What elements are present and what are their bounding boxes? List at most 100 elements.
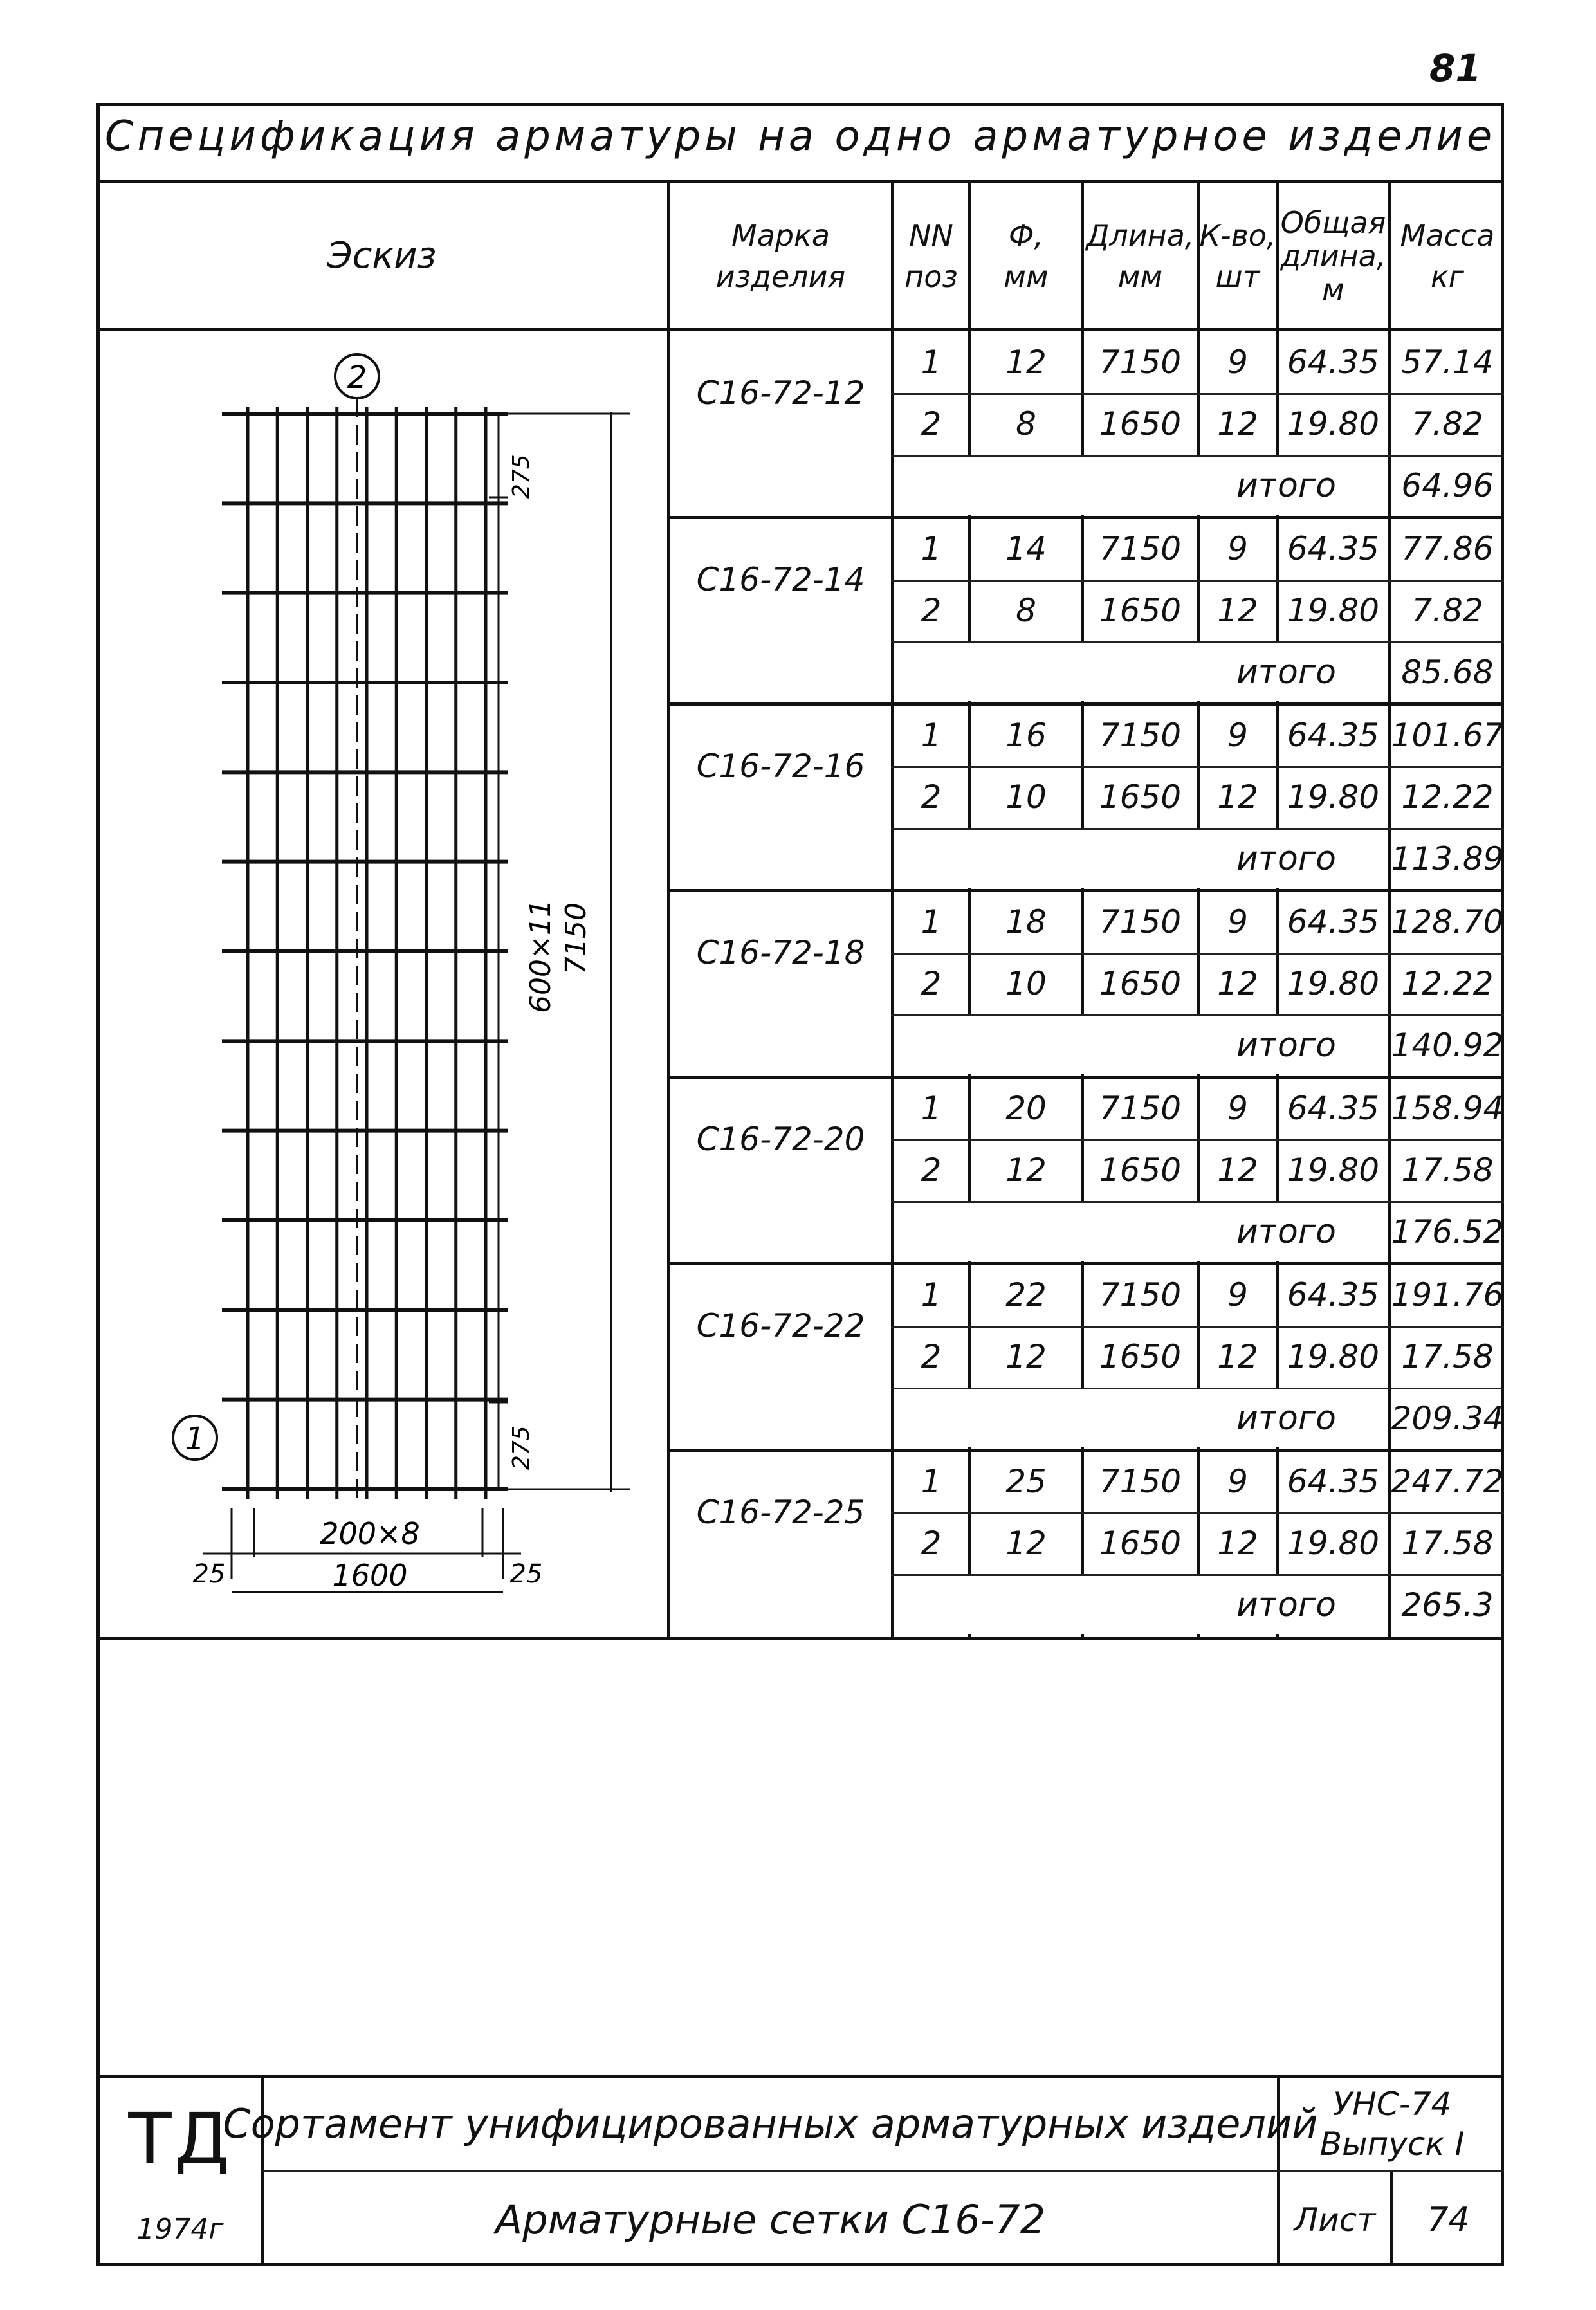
- cell-length: 1650: [1099, 778, 1182, 816]
- cell-total-length: 19.80: [1287, 1338, 1380, 1375]
- cell-pos: 2: [921, 1525, 942, 1562]
- cell-pos: 2: [921, 1338, 942, 1375]
- rule: [891, 766, 1504, 768]
- mask: [1197, 1389, 1200, 1447]
- mask: [1081, 830, 1084, 888]
- mask: [968, 1389, 971, 1447]
- rule: [891, 580, 1504, 582]
- mask: [1197, 830, 1200, 888]
- header-text: мм: [1117, 259, 1163, 294]
- header-qty: К-во, шт: [1199, 183, 1276, 328]
- cell-length: 7150: [1099, 1276, 1182, 1314]
- cell-diam: 10: [1005, 778, 1047, 816]
- cell-length: 1650: [1099, 1338, 1182, 1375]
- cell-diam: 8: [1016, 405, 1036, 443]
- mask: [1081, 1016, 1084, 1074]
- mark-cell: С16-72-22: [696, 1307, 865, 1344]
- cell-length: 7150: [1099, 344, 1182, 381]
- cell-qty: 12: [1217, 965, 1258, 1002]
- rule: [891, 828, 1504, 830]
- cell-pos: 1: [921, 717, 942, 754]
- col-divider: [1081, 180, 1084, 1640]
- cell-length: 7150: [1099, 1090, 1182, 1127]
- cell-pos: 1: [921, 530, 942, 567]
- cell-pos: 2: [921, 965, 942, 1002]
- drawing-frame: [96, 103, 1504, 2266]
- mask: [968, 643, 971, 701]
- callout-circle: [172, 1415, 218, 1461]
- cell-length: 1650: [1099, 1525, 1182, 1562]
- itogo-value: 140.92: [1391, 1027, 1504, 1064]
- header-text: поз: [904, 259, 958, 294]
- itogo-value: 113.89: [1391, 840, 1504, 877]
- rule: [667, 889, 1504, 892]
- cell-total-length: 19.80: [1287, 965, 1380, 1002]
- header-diam: Ф, мм: [971, 183, 1081, 328]
- mark-cell: С16-72-14: [696, 561, 865, 598]
- header-text: шт: [1215, 259, 1260, 294]
- cell-pos: 1: [921, 903, 942, 940]
- cell-length: 1650: [1099, 1151, 1182, 1189]
- year: 1974г: [136, 2212, 224, 2246]
- cell-diam: 25: [1005, 1463, 1047, 1500]
- cell-qty: 12: [1217, 405, 1258, 443]
- sheet-label: Лист: [1294, 2201, 1376, 2239]
- itogo-value: 176.52: [1391, 1213, 1504, 1251]
- cell-mass: 17.58: [1401, 1338, 1494, 1375]
- cell-qty: 9: [1227, 344, 1248, 381]
- cell-length: 7150: [1099, 530, 1182, 567]
- dim-bottom: 275: [508, 1425, 535, 1470]
- cell-length: 1650: [1099, 965, 1182, 1002]
- mask: [1276, 1203, 1279, 1261]
- cell-diam: 12: [1005, 344, 1047, 381]
- cell-mass: 7.82: [1411, 405, 1483, 443]
- header-total-length: Общая длина, м: [1279, 183, 1388, 328]
- header-text: мм: [1004, 259, 1049, 294]
- cell-qty: 12: [1217, 1525, 1258, 1562]
- rule: [96, 1637, 1504, 1640]
- col-divider: [1197, 180, 1200, 1640]
- cell-diam: 8: [1016, 592, 1036, 629]
- cell-diam: 16: [1005, 717, 1047, 754]
- cell-total-length: 19.80: [1287, 405, 1380, 443]
- rule: [891, 953, 1504, 955]
- mask: [1197, 457, 1200, 515]
- dim-spacing: 600×11: [524, 899, 557, 1013]
- rule: [891, 1512, 1504, 1514]
- mask: [1081, 457, 1084, 515]
- itogo-label: итого: [1236, 1213, 1336, 1251]
- itogo-label: итого: [1236, 1586, 1336, 1624]
- itogo-label: итого: [1236, 839, 1336, 878]
- cell-mass: 191.76: [1391, 1276, 1504, 1314]
- col-divider: [667, 180, 670, 1640]
- cell-pos: 1: [921, 1463, 942, 1500]
- itogo-label: итого: [1236, 1026, 1336, 1065]
- mark-cell: С16-72-12: [696, 374, 865, 412]
- cell-mass: 247.72: [1391, 1463, 1504, 1500]
- cell-qty: 12: [1217, 1338, 1258, 1375]
- cell-total-length: 19.80: [1287, 1151, 1380, 1189]
- mark-cell: С16-72-16: [696, 747, 865, 785]
- dim-bars: 200×8: [320, 1516, 420, 1551]
- rule: [891, 1139, 1504, 1141]
- mask: [1197, 1203, 1200, 1261]
- cell-diam: 20: [1005, 1090, 1047, 1127]
- header-text: К-во,: [1199, 217, 1276, 253]
- header-pos: NN поз: [894, 183, 968, 328]
- itogo-value: 64.96: [1401, 467, 1494, 504]
- cell-total-length: 64.35: [1287, 1463, 1380, 1500]
- header-text: Масса: [1400, 217, 1495, 253]
- cell-total-length: 64.35: [1287, 1276, 1380, 1314]
- cell-total-length: 19.80: [1287, 778, 1380, 816]
- rule: [667, 1076, 1504, 1079]
- doc-title: Сортамент унифицированных арматурных изд…: [223, 2100, 1318, 2147]
- mask: [968, 830, 971, 888]
- header-sketch-label: Эскиз: [327, 235, 437, 277]
- callout-left: 1: [185, 1421, 205, 1457]
- cell-length: 1650: [1099, 405, 1182, 443]
- spec-title: Спецификация арматуры на одно арматурное…: [104, 113, 1496, 160]
- mark-cell: С16-72-18: [696, 934, 865, 971]
- rule: [891, 1388, 1504, 1389]
- cell-qty: 9: [1227, 1090, 1248, 1127]
- page-number: 81: [1429, 46, 1481, 90]
